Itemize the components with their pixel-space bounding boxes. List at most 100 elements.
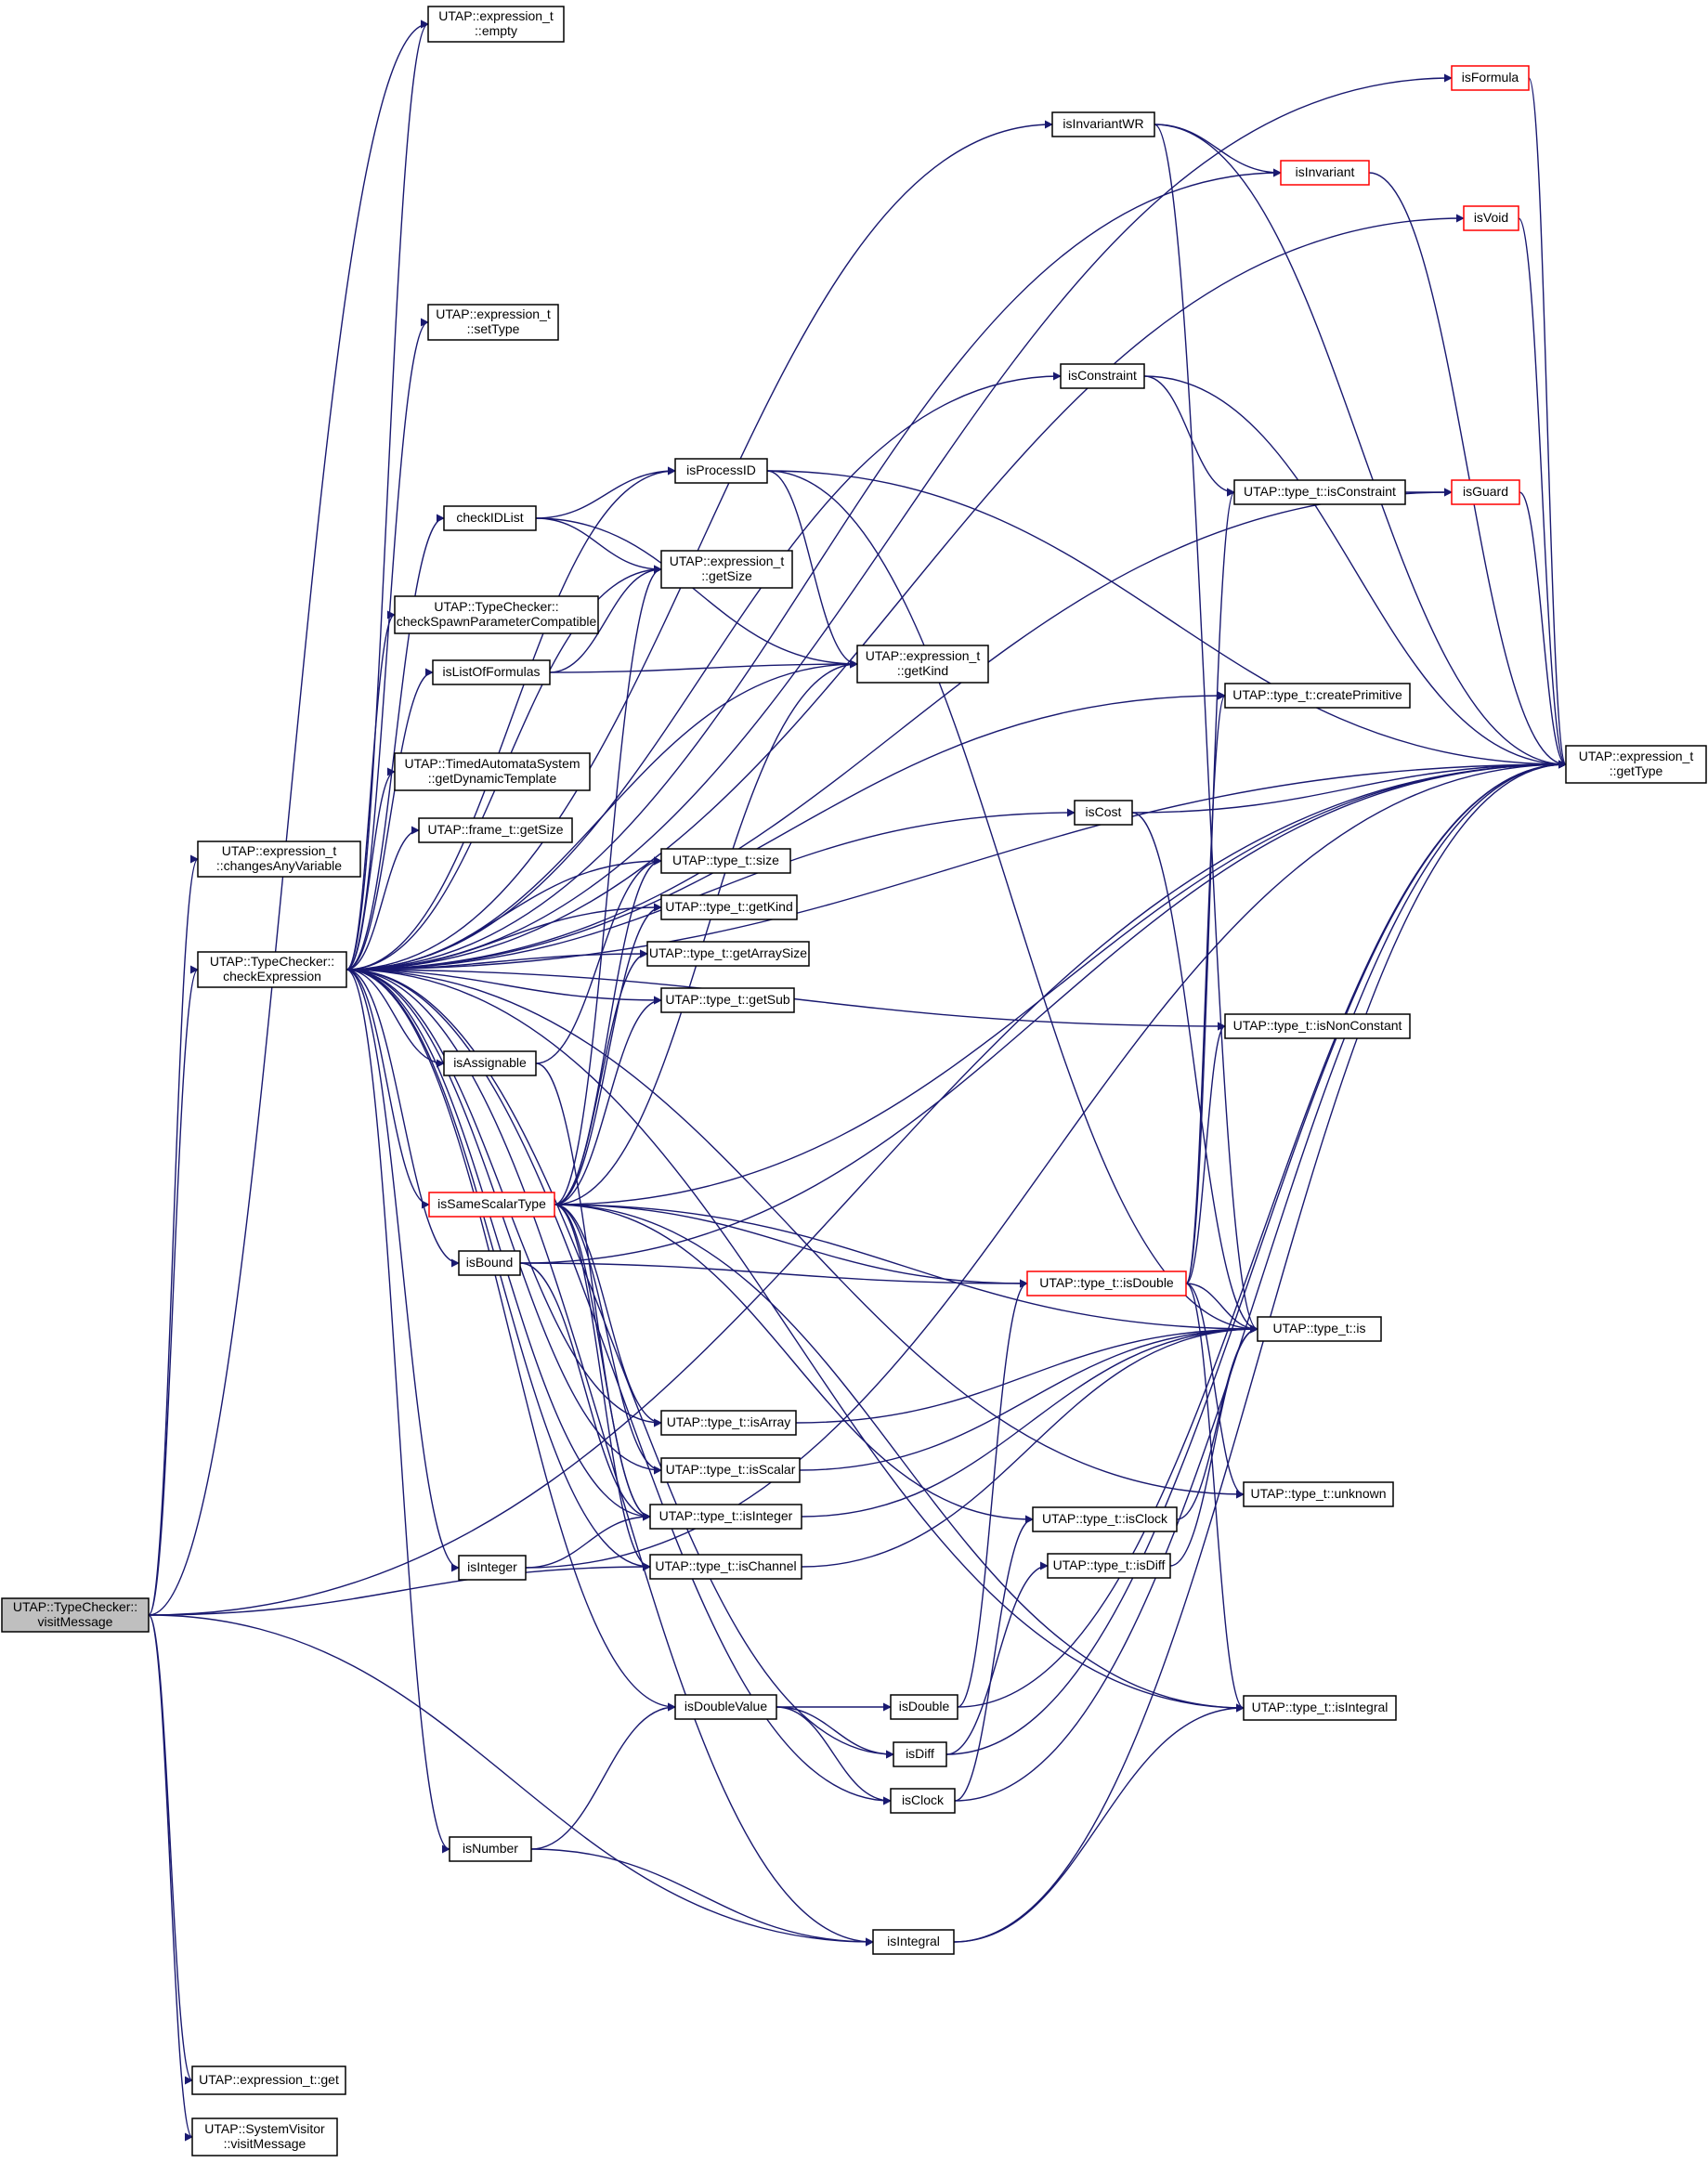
call-edge [519,760,1567,1264]
node-expr-getKind[interactable]: UTAP::expression_t::getKind [856,645,989,684]
node-box [660,848,791,874]
call-edge [801,1324,1258,1568]
node-expr-setType[interactable]: UTAP::expression_t::setType [427,304,559,341]
node-label: UTAP::TimedAutomataSystem [404,756,580,771]
node-isDoubleValue[interactable]: isDoubleValue [674,1694,777,1720]
node-type-isArray[interactable]: UTAP::type_t::isArray [660,1410,797,1436]
node-box [890,1788,956,1814]
node-type-getSub[interactable]: UTAP::type_t::getSub [660,987,795,1013]
node-box [427,6,565,43]
node-label: UTAP::type_t::unknown [1250,1486,1386,1501]
node-label: UTAP::frame_t::getSize [427,822,563,837]
node-label: ::getDynamicTemplate [428,771,557,786]
call-edge [554,1204,1028,1288]
node-isDouble[interactable]: isDouble [890,1694,958,1720]
call-edge [148,1614,874,1947]
call-edge [554,1204,1034,1524]
node-type-isConstraint[interactable]: UTAP::type_t::isConstraint [1233,479,1406,505]
node-isConstraint[interactable]: isConstraint [1060,363,1145,389]
node-box [1051,111,1155,137]
node-checkExpression[interactable]: UTAP::TypeChecker::checkExpression [197,951,347,988]
call-edge [148,854,199,1616]
node-checkSpawn[interactable]: UTAP::TypeChecker::checkSpawnParameterCo… [394,595,599,634]
node-isGuard[interactable]: isGuard [1451,479,1520,505]
node-label: UTAP::expression_t [436,306,551,321]
call-edge [535,517,662,574]
node-type-isDiff[interactable]: UTAP::type_t::isDiff [1047,1553,1171,1579]
node-sysvisitor-visitMessage[interactable]: UTAP::SystemVisitor::visitMessage [191,2117,338,2156]
call-edge [1131,760,1567,814]
call-edge [554,949,648,1205]
call-edge [1519,491,1567,769]
node-expr-getType[interactable]: UTAP::expression_t::getType [1565,745,1707,784]
node-label: ::getSize [701,568,752,583]
node-isSameScalarType[interactable]: isSameScalarType [428,1192,555,1218]
node-isInvariantWR[interactable]: isInvariantWR [1051,111,1155,137]
node-box [646,941,810,967]
node-type-getKind[interactable]: UTAP::type_t::getKind [660,894,798,920]
call-edge [957,1279,1028,1708]
call-edge [346,969,662,1475]
node-label: checkExpression [223,969,321,984]
call-edge [346,668,434,971]
node-box [428,1192,555,1218]
node-type-unknown[interactable]: UTAP::type_t::unknown [1243,1481,1394,1507]
node-isFormula[interactable]: isFormula [1451,65,1530,91]
node-isAssignable[interactable]: isAssignable [443,1050,537,1076]
node-label: UTAP::type_t::createPrimitive [1232,687,1402,702]
node-label: UTAP::type_t::isDiff [1053,1557,1166,1572]
node-layer: UTAP::TypeChecker::visitMessageUTAP::exp… [1,6,1707,2156]
node-type-isNonConstant[interactable]: UTAP::type_t::isNonConstant [1224,1013,1411,1039]
call-edge [1154,124,1258,1334]
node-label: checkIDList [456,510,523,525]
call-edge [954,1515,1034,1802]
node-label: UTAP::type_t::is [1272,1321,1365,1336]
node-getDynamicTemplate[interactable]: UTAP::TimedAutomataSystem::getDynamicTem… [394,752,591,791]
node-label: isProcessID [686,463,756,477]
node-checkIDList[interactable]: checkIDList [443,505,537,531]
node-label: isVoid [1474,210,1508,225]
node-type-isIntegral[interactable]: UTAP::type_t::isIntegral [1243,1695,1397,1721]
node-isCost[interactable]: isCost [1074,800,1133,826]
node-type-size[interactable]: UTAP::type_t::size [660,848,791,874]
call-edge [148,1614,193,2085]
node-label: UTAP::expression_t [866,648,981,663]
node-type-isChannel[interactable]: UTAP::type_t::isChannel [649,1554,802,1580]
node-isDiff[interactable]: isDiff [893,1741,947,1767]
node-isInvariant[interactable]: isInvariant [1280,160,1370,186]
call-edge [554,1204,662,1427]
node-isIntegral[interactable]: isIntegral [872,1929,955,1955]
node-type-createPrimitive[interactable]: UTAP::type_t::createPrimitive [1224,683,1411,709]
call-edge [1185,1283,1245,1713]
node-type-getArraySize[interactable]: UTAP::type_t::getArraySize [646,941,810,967]
node-isVoid[interactable]: isVoid [1463,205,1519,231]
node-isInteger[interactable]: isInteger [458,1555,527,1581]
call-edge [346,969,460,1572]
node-expr-empty[interactable]: UTAP::expression_t::empty [427,6,565,43]
node-type-isInteger[interactable]: UTAP::type_t::isInteger [649,1504,802,1530]
node-isClock[interactable]: isClock [890,1788,956,1814]
node-isNumber[interactable]: isNumber [449,1836,532,1862]
node-label: isNumber [463,1841,518,1856]
node-type-isDouble[interactable]: UTAP::type_t::isDouble [1026,1270,1187,1296]
node-type-isClock[interactable]: UTAP::type_t::isClock [1032,1506,1178,1532]
call-edge [1185,1283,1258,1334]
node-visitMessage-root[interactable]: UTAP::TypeChecker::visitMessage [1,1597,150,1633]
node-expr-get[interactable]: UTAP::expression_t::get [191,2065,346,2095]
node-type-isScalar[interactable]: UTAP::type_t::isScalar [660,1457,801,1483]
node-expr-getSize[interactable]: UTAP::expression_t::getSize [660,550,793,589]
node-frame-getSize[interactable]: UTAP::frame_t::getSize [418,817,573,843]
node-label: UTAP::expression_t [670,554,785,568]
node-box [890,1694,958,1720]
node-box [197,951,347,988]
node-isListOfFormulas[interactable]: isListOfFormulas [432,659,551,685]
node-changesAnyVariable[interactable]: UTAP::expression_t::changesAnyVariable [197,840,361,878]
call-edge [766,470,858,669]
call-edge [554,1204,1258,1334]
node-box [660,1410,797,1436]
node-type-is[interactable]: UTAP::type_t::is [1257,1316,1382,1342]
node-isProcessID[interactable]: isProcessID [674,458,768,484]
node-label: checkSpawnParameterCompatible [397,614,597,629]
node-box [394,595,599,634]
node-isBound[interactable]: isBound [458,1250,521,1276]
